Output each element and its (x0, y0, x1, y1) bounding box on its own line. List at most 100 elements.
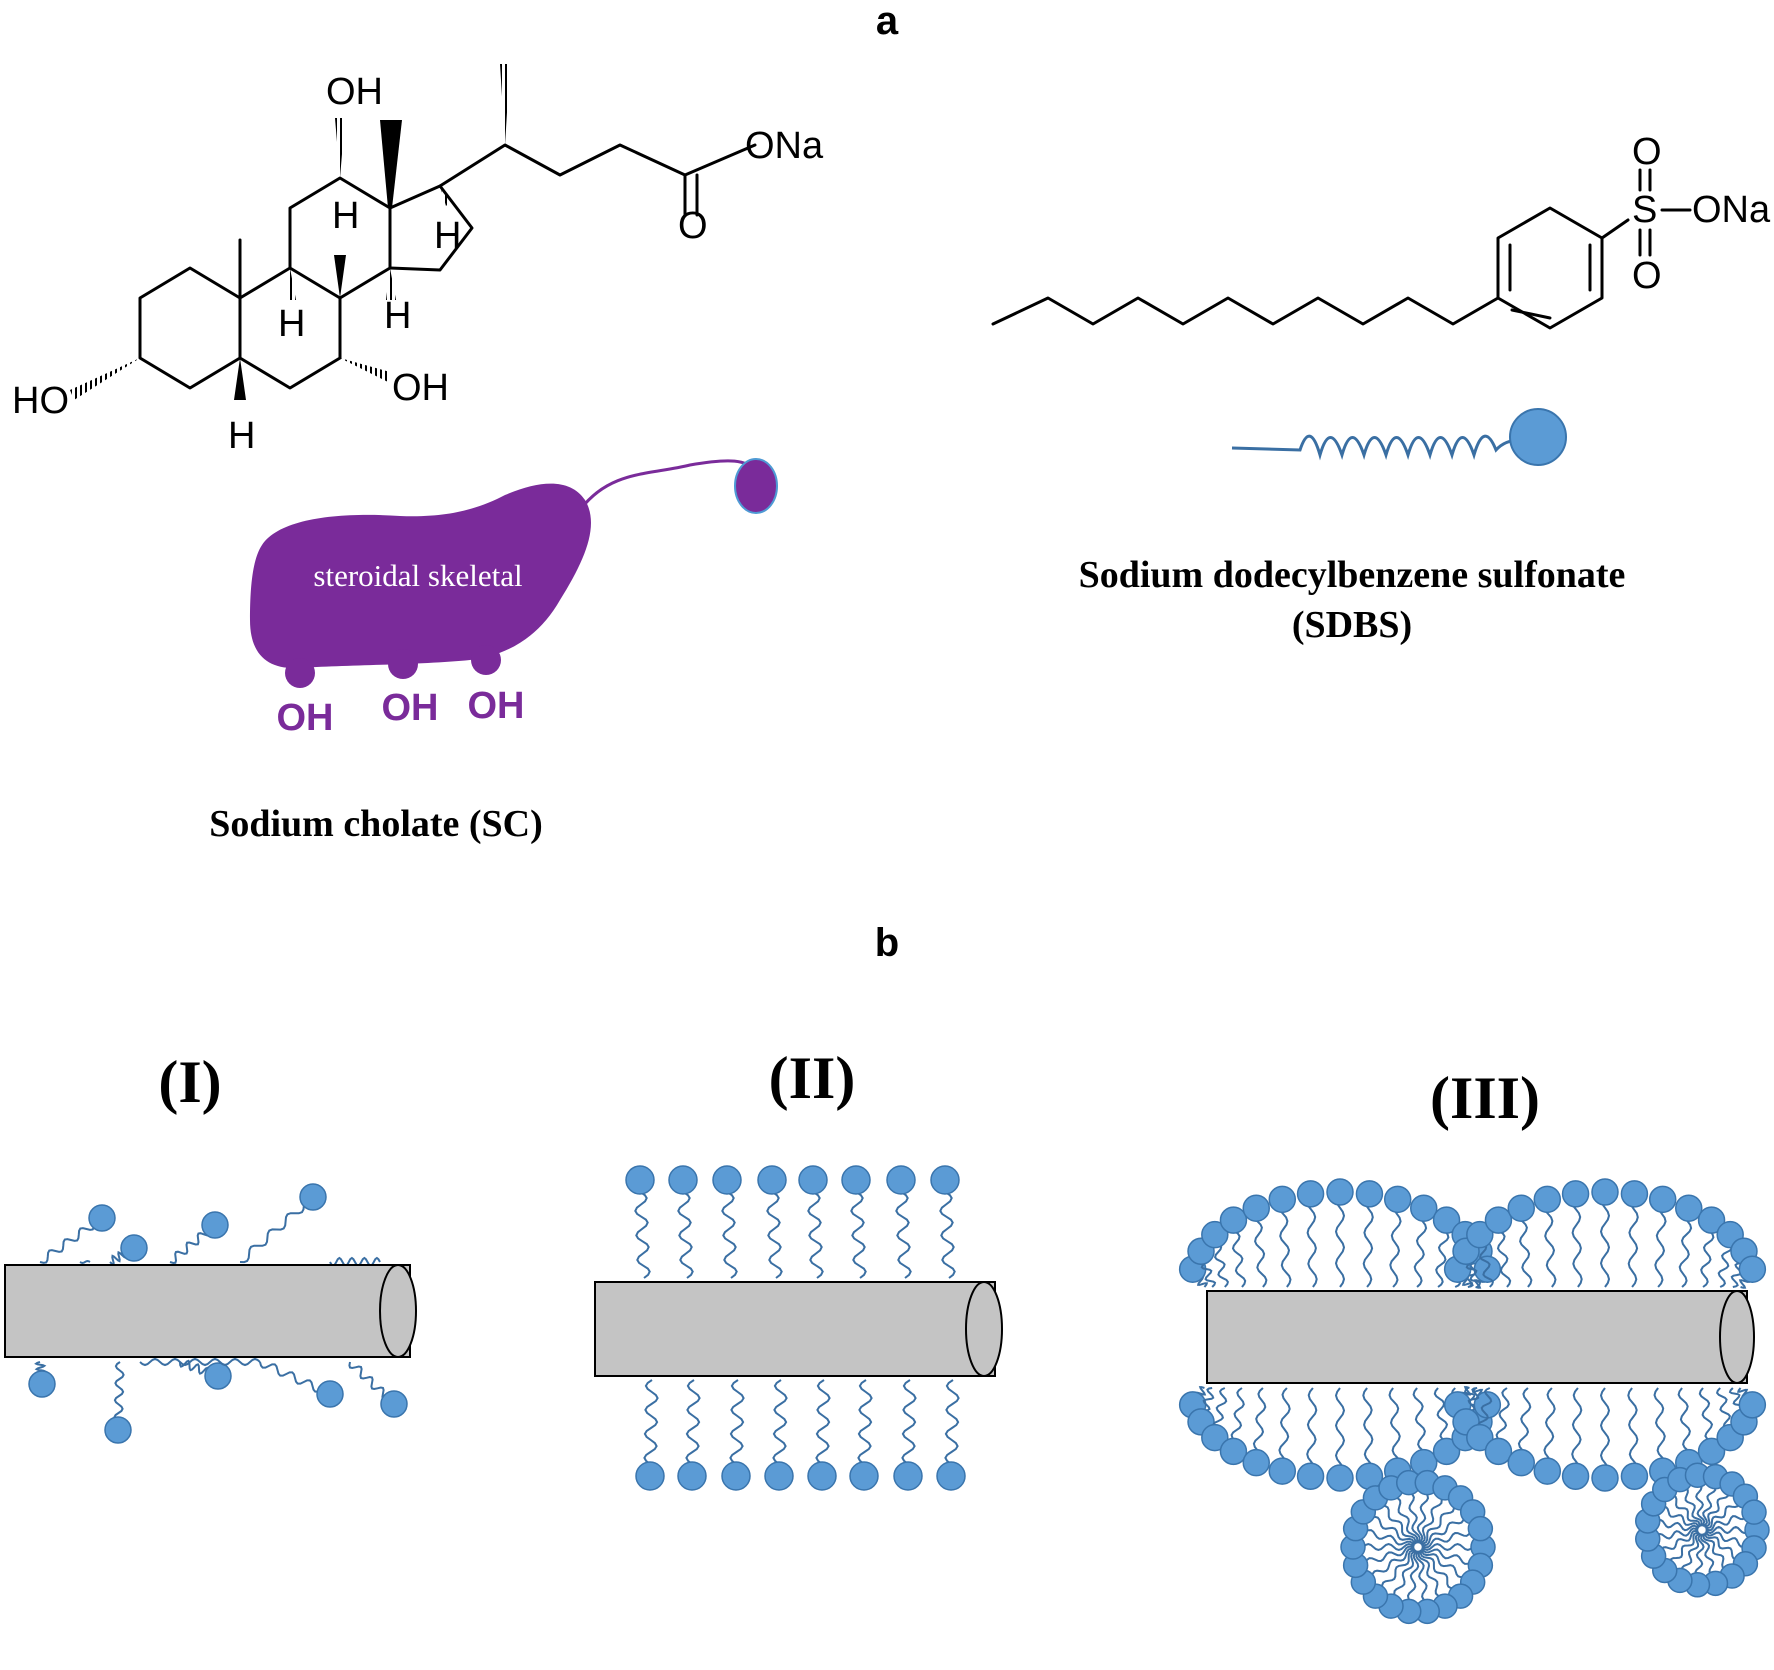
surfactant-head (1326, 1464, 1354, 1492)
surfactant-tail (1334, 1387, 1346, 1479)
atom-o-sulfonyl-bottom: O (1632, 255, 1662, 297)
surfactant-head (88, 1204, 116, 1232)
atom-o-sulfonyl-top: O (1632, 131, 1662, 173)
surfactant-head (849, 1461, 879, 1491)
surfactant-head (764, 1461, 794, 1491)
surfactant-head (1675, 1194, 1703, 1222)
nanotube-3 (1206, 1290, 1755, 1384)
panel-label-a: a (876, 0, 899, 43)
surfactant-head (1591, 1178, 1619, 1206)
nanotube-1 (4, 1264, 417, 1358)
surfactant-tail (938, 1179, 956, 1279)
surfactant-head (1242, 1448, 1270, 1477)
surfactant-tail (772, 1379, 788, 1477)
surfactant-head (1326, 1178, 1354, 1206)
sodium-cholate-caption: Sodium cholate (SC) (209, 803, 543, 845)
surfactant-tail (1389, 1198, 1402, 1288)
steroidal-skeletal-label: steroidal skeletal (313, 558, 522, 593)
surfactant-tail (944, 1379, 960, 1477)
hydrophilic-head-blue (1509, 408, 1567, 466)
surfactant-head (28, 1370, 56, 1398)
surfactant-head (1201, 1220, 1229, 1249)
surfactant-head (677, 1461, 707, 1491)
surfactant-tail (815, 1379, 831, 1477)
surfactant-head (1432, 1206, 1461, 1234)
surfactant-head (721, 1461, 751, 1491)
surfactant-head (1219, 1206, 1248, 1234)
surfactant-head (668, 1165, 698, 1195)
surfactant-head (1561, 1180, 1590, 1208)
surfactant-tail (1627, 1193, 1639, 1288)
surfactant-tail (1306, 1387, 1318, 1477)
atom-h-c13: H (332, 195, 359, 237)
surfactant-tail (1570, 1193, 1583, 1288)
surfactant-tail (806, 1179, 824, 1279)
surfactant-head (1466, 1423, 1494, 1452)
surfactant-head (1484, 1437, 1513, 1466)
surfactant-tail (676, 1179, 694, 1279)
surfactant-head (1296, 1180, 1325, 1208)
surfactant-head (1648, 1185, 1677, 1214)
model-label-2: (II) (769, 1045, 856, 1111)
sodium-cholate-structure: OH ONa O H H H H HO OH H (12, 64, 824, 457)
surfactant-tail (765, 1179, 783, 1279)
atom-oh-top: OH (326, 71, 383, 113)
sdbs-cartoon (1231, 408, 1567, 466)
surfactant-tail (857, 1379, 873, 1477)
surfactant-tail (1362, 1387, 1375, 1477)
cartoon-oh-3: OH (468, 685, 525, 727)
surfactant-tail (1334, 1191, 1346, 1288)
surfactant-tail (1543, 1387, 1556, 1472)
atom-oh-right: OH (392, 367, 449, 409)
atom-o-carbonyl: O (678, 205, 708, 247)
surfactant-head (757, 1165, 787, 1195)
surfactant-head (1410, 1194, 1438, 1222)
sdbs-caption-line1: Sodium dodecylbenzene sulfonate (1079, 554, 1626, 596)
surfactant-tail (239, 1195, 314, 1264)
sdbs-structure: O S ONa O (991, 131, 1771, 330)
surfactant-tail (685, 1379, 701, 1477)
surfactant-head (1219, 1437, 1248, 1466)
surfactant-head (104, 1416, 132, 1444)
surfactant-head (893, 1461, 923, 1491)
surfactant-head (1533, 1185, 1562, 1214)
surfactant-head (1201, 1423, 1229, 1452)
atom-h-c5: H (228, 415, 255, 457)
surfactant-tail (1654, 1198, 1667, 1288)
atom-s: S (1632, 189, 1657, 231)
surfactant-head (1242, 1194, 1270, 1222)
panel-label-b: b (875, 921, 899, 965)
surfactant-head (841, 1165, 871, 1195)
surfactant-tail (1305, 1193, 1318, 1288)
surfactant-tail (1388, 1387, 1403, 1472)
surfactant-head (1738, 1255, 1767, 1283)
surfactant-tail (79, 1259, 91, 1265)
surfactant-head (204, 1362, 232, 1390)
atom-h-c14: H (384, 295, 411, 337)
surfactant-head (625, 1165, 655, 1195)
atom-ona-sdbs: ONa (1692, 189, 1771, 231)
surfactant-tail (643, 1379, 659, 1477)
surfactant-head (1697, 1206, 1726, 1234)
sdbs-caption-line2: (SDBS) (1292, 604, 1412, 646)
surfactant-head (1620, 1180, 1649, 1208)
surfactant-tail (849, 1179, 867, 1279)
surfactant-tail (1278, 1387, 1291, 1472)
surfactant-head (1620, 1462, 1649, 1491)
nanotube-2 (594, 1281, 1003, 1377)
surfactant-tail (729, 1379, 745, 1477)
surfactant-head (1466, 1220, 1494, 1249)
surfactant-head (1484, 1206, 1513, 1234)
surfactant-head (1697, 1437, 1726, 1466)
surfactant-head (798, 1165, 828, 1195)
surfactant-head (1507, 1448, 1535, 1477)
surfactant-tail (720, 1179, 738, 1279)
surfactant-head (1268, 1457, 1297, 1485)
model-label-1: (I) (158, 1049, 221, 1115)
surfactant-head (1296, 1462, 1325, 1491)
surfactant-tail (1277, 1198, 1292, 1288)
surfactant-tail (139, 1357, 261, 1367)
surfactant-tail (1542, 1198, 1557, 1288)
surfactant-head (299, 1183, 327, 1211)
